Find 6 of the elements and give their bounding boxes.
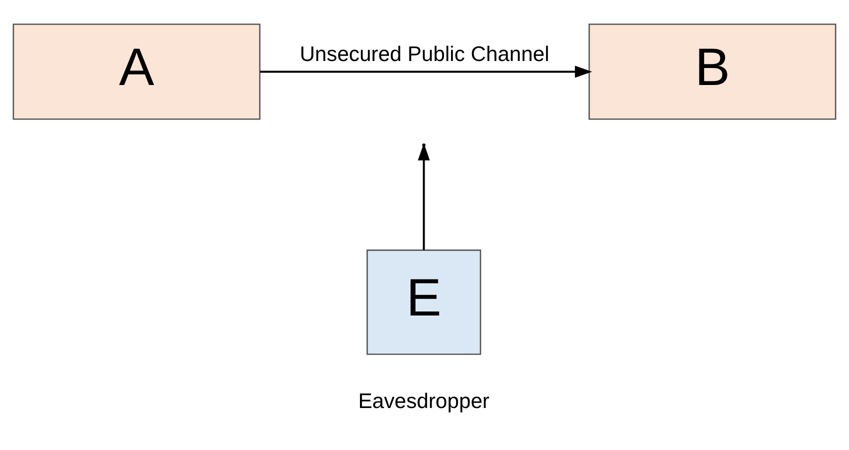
arrow — [260, 65, 592, 78]
node-label: Eavesdropper — [358, 390, 490, 413]
node-box: A — [12, 23, 260, 120]
edge-label: Unsecured Public Channel — [300, 42, 550, 66]
node-box: B — [588, 23, 836, 120]
node-box: E — [366, 249, 482, 354]
